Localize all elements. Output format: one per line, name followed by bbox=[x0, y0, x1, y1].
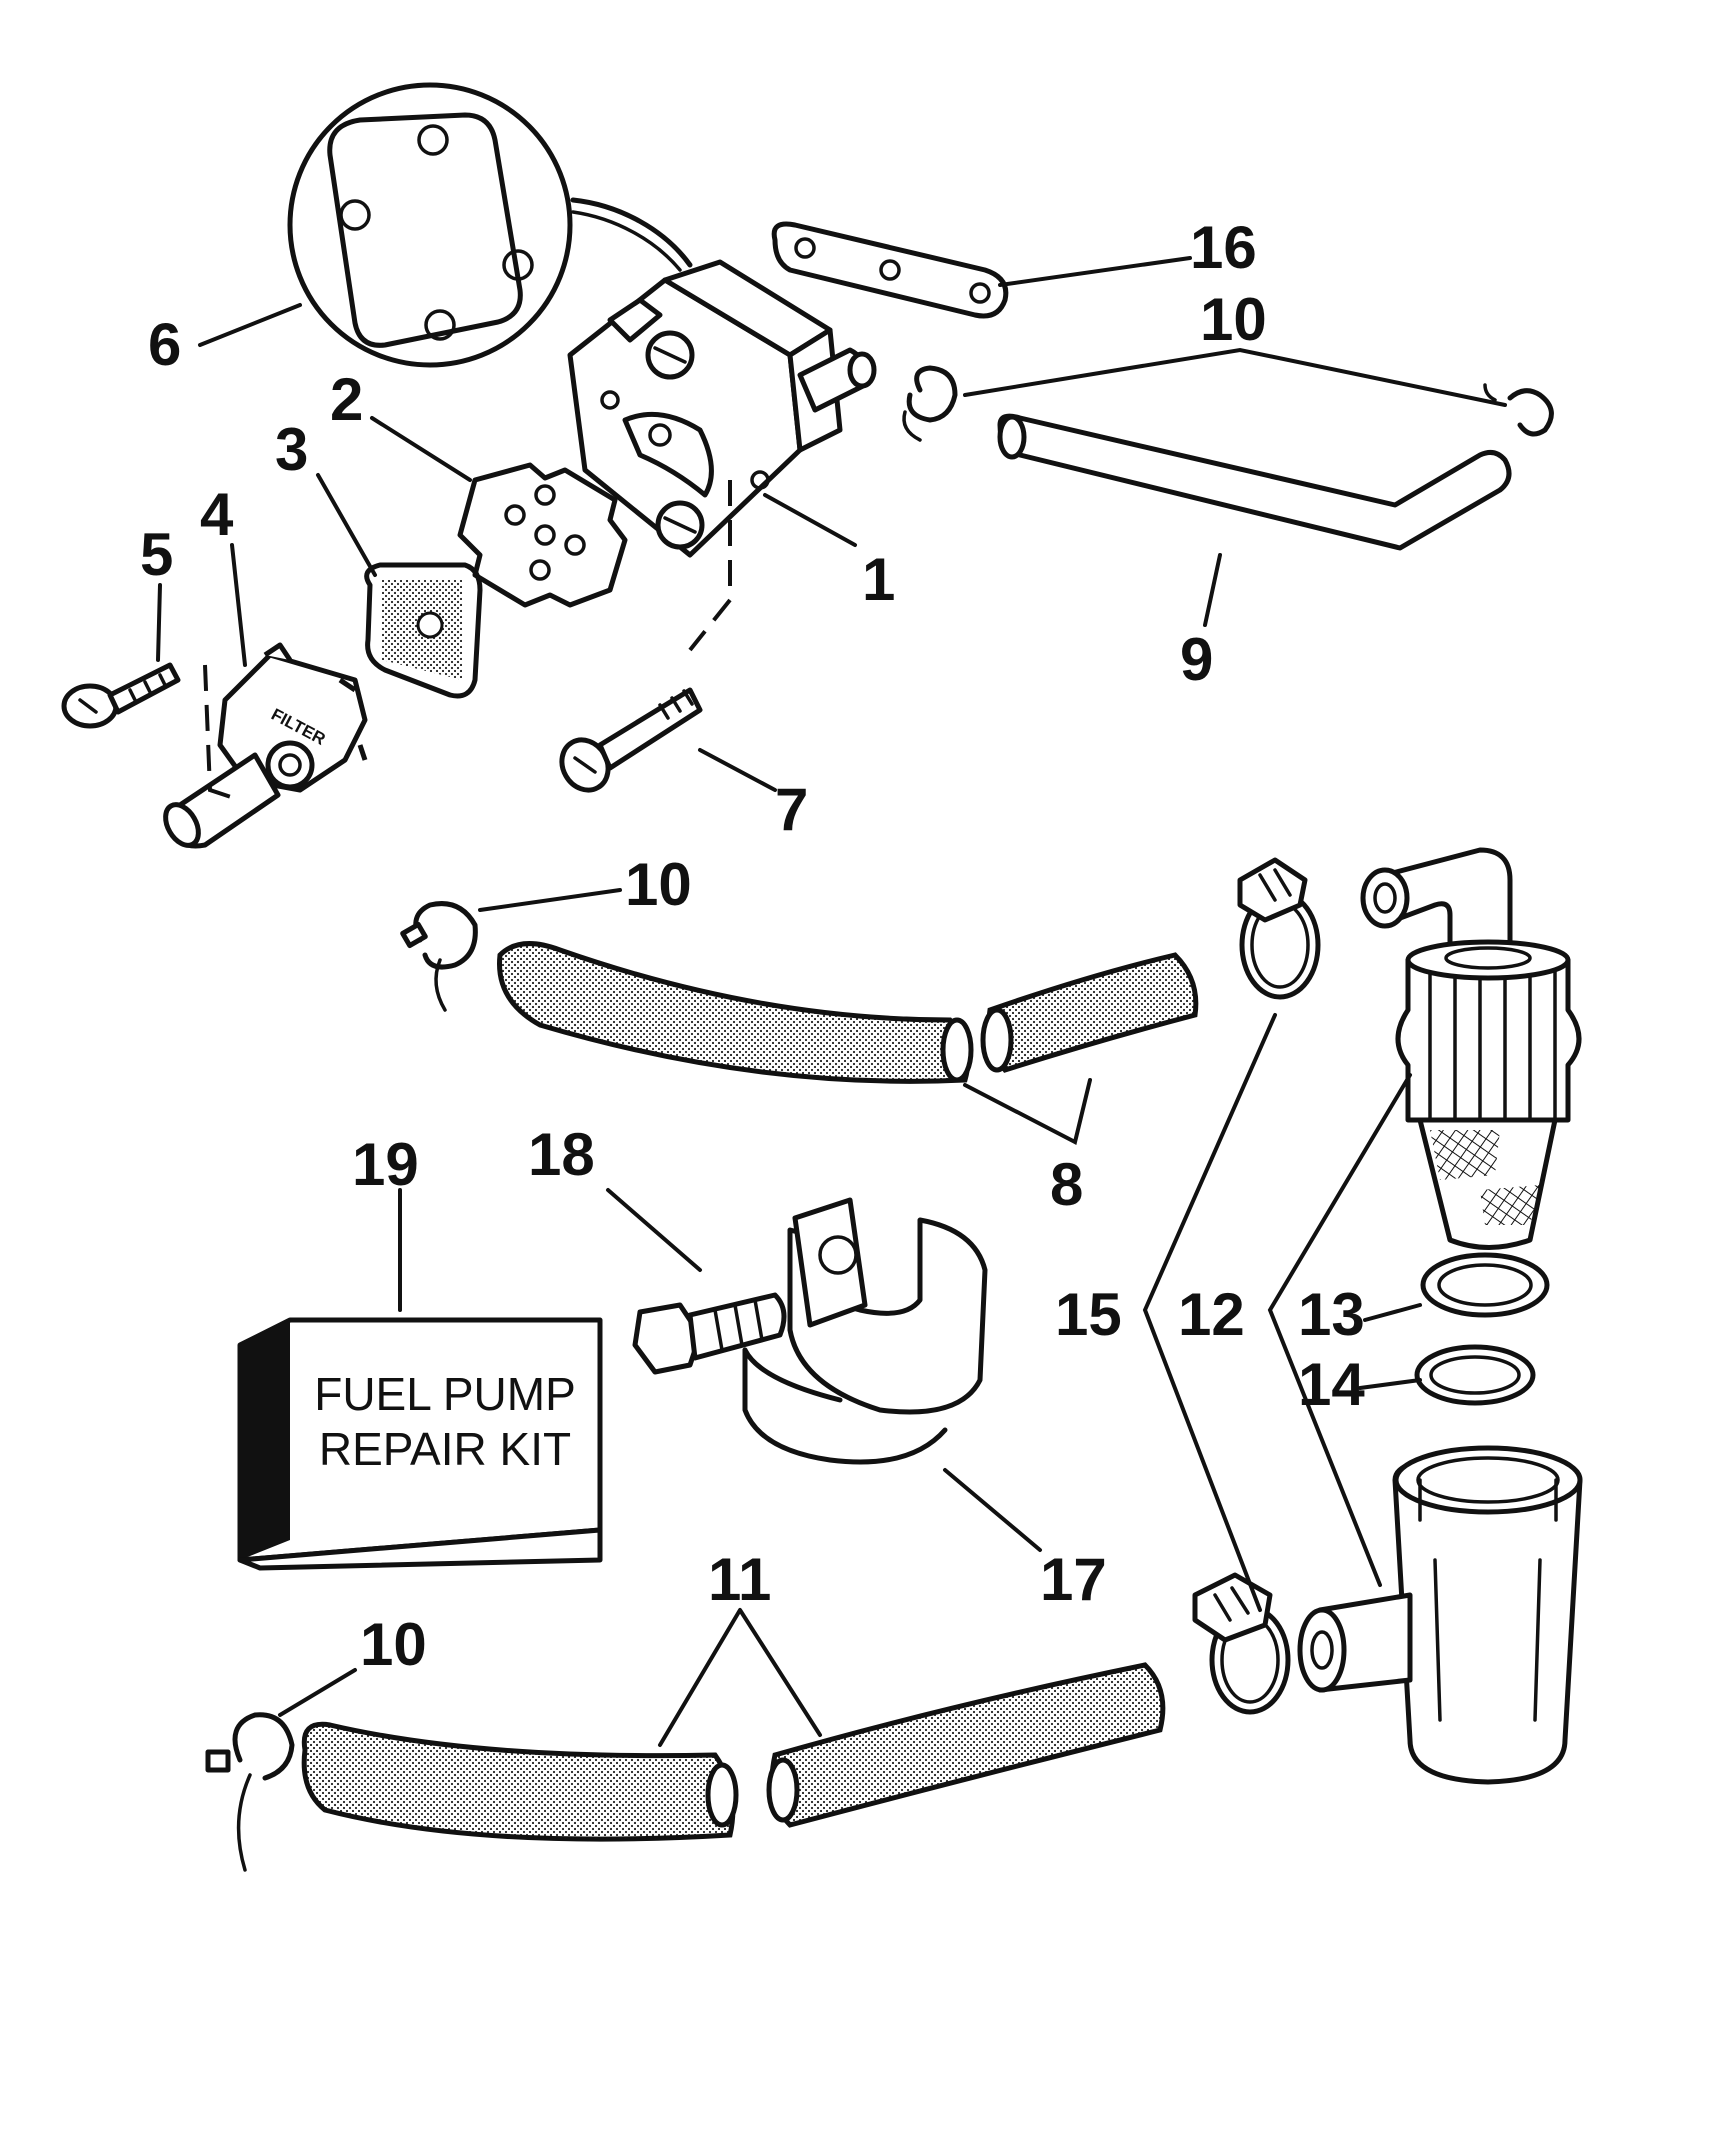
wire-clamp-bottom bbox=[205, 1712, 295, 1872]
hose-clamp-upper bbox=[1237, 857, 1321, 1000]
leader-7 bbox=[698, 748, 777, 792]
leader-17 bbox=[943, 1468, 1042, 1552]
pump-hose bbox=[997, 413, 1512, 551]
callout-14: 14 bbox=[1298, 1351, 1365, 1418]
callout-10-top: 10 bbox=[1200, 286, 1267, 353]
mounting-screw bbox=[559, 687, 703, 793]
wire-clamp-middle bbox=[400, 901, 478, 1012]
callout-17: 17 bbox=[1040, 1546, 1107, 1613]
leader-1 bbox=[763, 493, 857, 547]
leader-10-middle bbox=[478, 888, 622, 912]
hose-clamp-lower bbox=[1192, 1572, 1291, 1715]
assembly-guide-screw bbox=[688, 480, 732, 652]
callout-2: 2 bbox=[330, 366, 363, 433]
leader-10-bottom bbox=[278, 1668, 357, 1717]
hose-short-middle bbox=[980, 952, 1199, 1073]
callout-12: 12 bbox=[1178, 1281, 1245, 1348]
callout-16: 16 bbox=[1190, 214, 1257, 281]
hose-bottom-left bbox=[301, 1721, 739, 1842]
leader-15 bbox=[1142, 1013, 1277, 1612]
leader-11 bbox=[658, 1608, 822, 1747]
leader-10-top bbox=[963, 347, 1507, 407]
leader-18 bbox=[606, 1188, 702, 1272]
callout-6: 6 bbox=[148, 311, 181, 378]
callout-11: 11 bbox=[708, 1546, 771, 1613]
o-ring-large bbox=[1420, 1252, 1550, 1318]
leader-3 bbox=[316, 473, 377, 577]
gasket-detail-circle bbox=[287, 82, 693, 368]
filter-screen bbox=[364, 562, 483, 699]
leader-16 bbox=[998, 256, 1192, 287]
hose-long-middle bbox=[497, 941, 974, 1084]
diaphragm bbox=[457, 462, 628, 608]
callout-8: 8 bbox=[1050, 1151, 1083, 1218]
fuel-filter-bowl bbox=[1297, 1445, 1583, 1785]
callout-10-middle: 10 bbox=[625, 851, 692, 918]
callout-10-bottom: 10 bbox=[360, 1611, 427, 1678]
hose-bottom-right bbox=[766, 1662, 1166, 1828]
leader-5 bbox=[156, 583, 162, 662]
kit-label-line1: FUEL PUMP bbox=[314, 1368, 576, 1420]
callout-18: 18 bbox=[528, 1121, 595, 1188]
leader-8 bbox=[963, 1078, 1092, 1145]
leader-6 bbox=[198, 303, 302, 347]
mounting-bracket bbox=[742, 1197, 988, 1465]
repair-kit-box: FUEL PUMP REPAIR KIT bbox=[237, 1317, 603, 1571]
wire-clamp-top-right bbox=[1483, 383, 1554, 437]
callout-9: 9 bbox=[1180, 626, 1213, 693]
wire-clamp-top-left bbox=[902, 365, 958, 442]
leader-2 bbox=[370, 416, 472, 482]
leader-4 bbox=[230, 543, 247, 667]
leader-14 bbox=[1358, 1378, 1422, 1390]
flange-gasket bbox=[771, 221, 1009, 319]
bracket-bolt bbox=[632, 1292, 787, 1375]
callout-13: 13 bbox=[1298, 1281, 1365, 1348]
kit-label-line2: REPAIR KIT bbox=[319, 1423, 571, 1475]
filter-cap: FILTER bbox=[163, 642, 368, 849]
fuel-pump-body bbox=[567, 259, 877, 558]
fuel-filter-element bbox=[1417, 1117, 1558, 1250]
assembly-guide-cap bbox=[203, 664, 241, 802]
callout-4: 4 bbox=[200, 481, 234, 548]
leader-13 bbox=[1363, 1303, 1422, 1322]
fuel-filter-elbow-cap bbox=[1360, 847, 1582, 1123]
callout-19: 19 bbox=[352, 1131, 419, 1198]
callout-7: 7 bbox=[775, 776, 808, 843]
callout-1: 1 bbox=[862, 546, 895, 613]
callout-15: 15 bbox=[1055, 1281, 1122, 1348]
o-ring-small bbox=[1414, 1344, 1536, 1406]
callout-5: 5 bbox=[140, 521, 173, 588]
callout-3: 3 bbox=[275, 416, 308, 483]
cap-screw bbox=[61, 662, 181, 729]
leader-12 bbox=[1267, 1073, 1412, 1587]
leader-9 bbox=[1203, 553, 1222, 627]
